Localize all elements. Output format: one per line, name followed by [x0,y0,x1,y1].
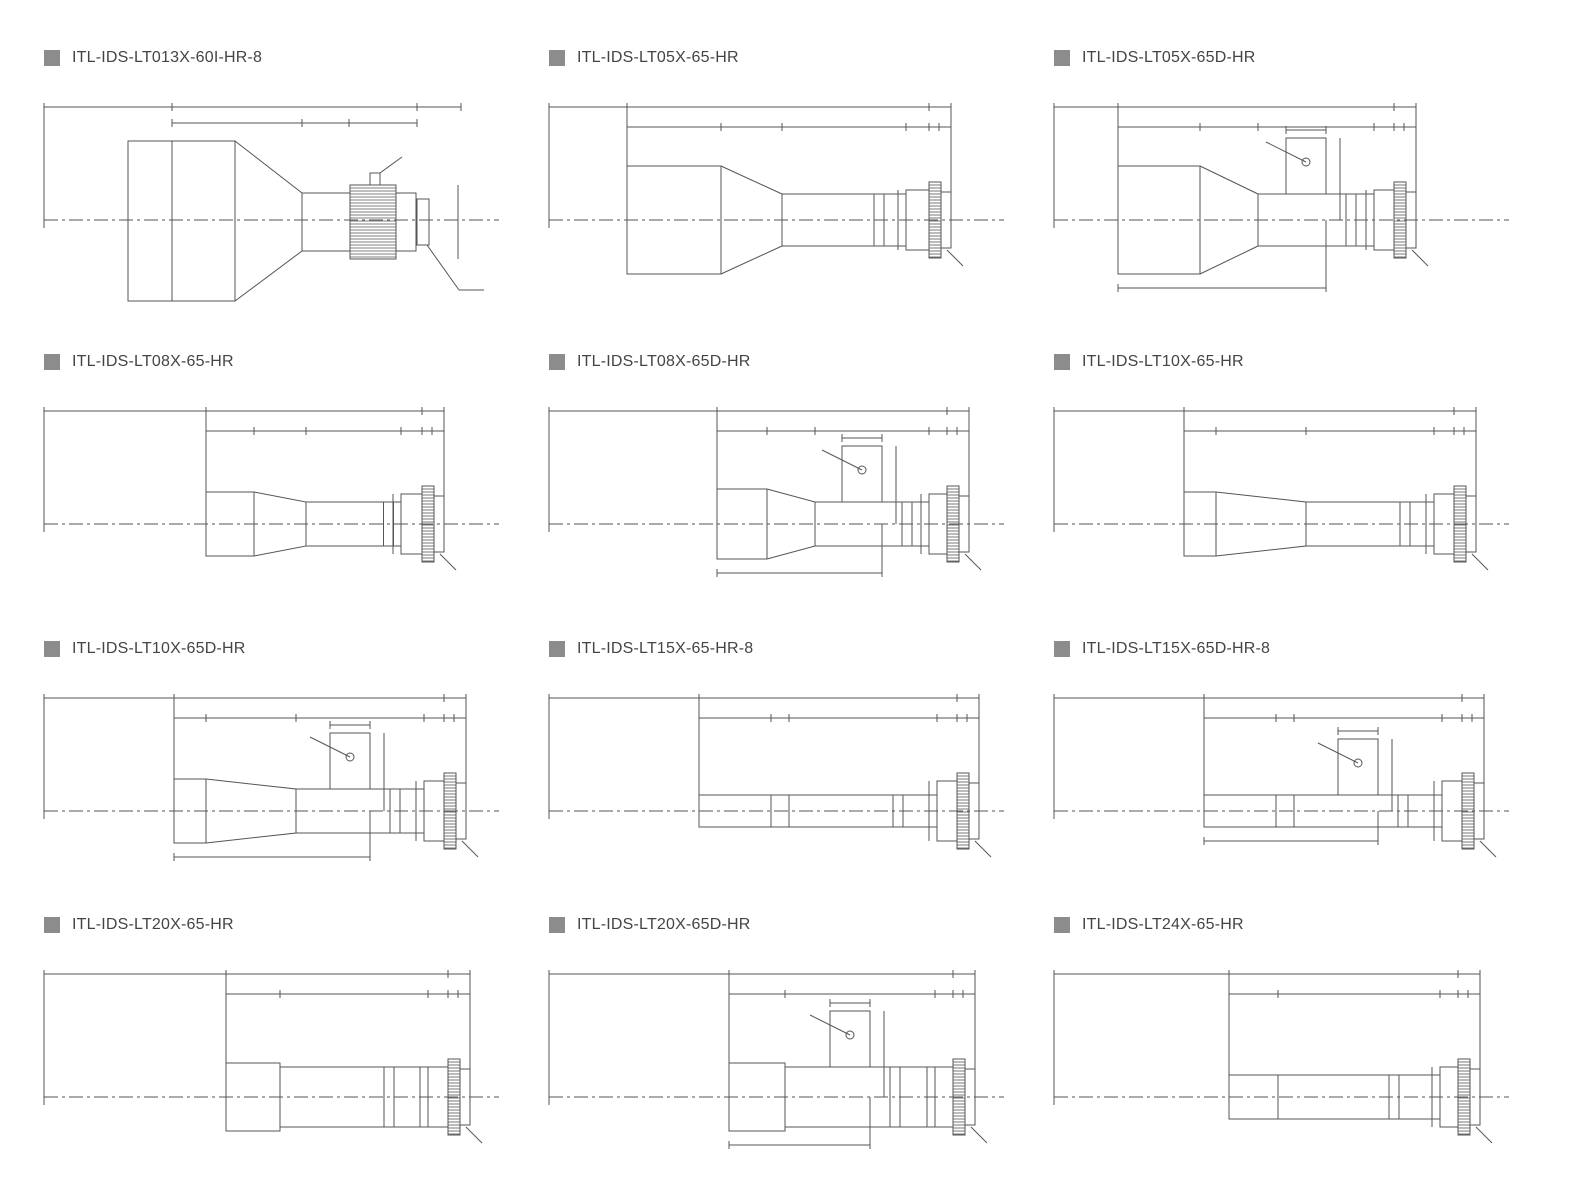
bullet-square-icon [44,917,60,933]
drawing-title: ITL-IDS-LT15X-65-HR-8 [577,640,754,657]
port-block [829,1010,871,1068]
port-block [329,732,371,790]
drawing-title: ITL-IDS-LT15X-65D-HR-8 [1082,640,1271,657]
bullet-square-icon [44,354,60,370]
screw-hole-icon [857,465,867,475]
drawing-panel: ITL-IDS-LT15X-65D-HR-8 [1053,638,1544,908]
drawing-header: ITL-IDS-LT24X-65-HR [1054,914,1244,936]
drawing-header: ITL-IDS-LT20X-65D-HR [549,914,751,936]
drawing-title: ITL-IDS-LT10X-65-HR [1082,353,1244,370]
port-block [841,445,883,503]
drawing-panel: ITL-IDS-LT08X-65-HR [43,351,534,621]
drawing-panel: ITL-IDS-LT013X-60I-HR-8 [43,47,534,317]
bullet-square-icon [1054,354,1070,370]
drawing-panel: ITL-IDS-LT20X-65-HR [43,914,534,1184]
screw-hole-icon [345,752,355,762]
lens-drawing [43,103,499,302]
bullet-square-icon [1054,917,1070,933]
lens-drawing [43,970,499,1144]
front-barrel [127,140,173,302]
mount-ring [416,198,430,246]
mount-ring [459,1068,471,1126]
port-block [1337,738,1379,796]
drawing-panel: ITL-IDS-LT05X-65D-HR [1053,47,1544,317]
drawing-panel: ITL-IDS-LT15X-65-HR-8 [548,638,1039,908]
mount-ring [958,495,970,553]
lens-drawing [1053,694,1509,858]
mount-ring [433,495,445,553]
port-block [1285,137,1327,195]
drawing-panel: ITL-IDS-LT10X-65-HR [1053,351,1544,621]
drawing-title: ITL-IDS-LT05X-65-HR [577,49,739,66]
mount-ring [940,191,952,249]
lens-drawing [548,103,1004,275]
bullet-square-icon [549,641,565,657]
lens-drawing [548,694,1004,858]
mount-ring [1405,191,1417,249]
iris-screw [369,172,381,186]
drawing-header: ITL-IDS-LT05X-65-HR [549,47,739,69]
bullet-square-icon [549,917,565,933]
mount-ring [1469,1068,1481,1126]
drawing-header: ITL-IDS-LT10X-65D-HR [44,638,246,660]
drawing-title: ITL-IDS-LT05X-65D-HR [1082,49,1256,66]
lens-drawing [1053,103,1509,292]
mount-ring [455,782,467,840]
lens-body [301,192,351,252]
drawing-panel: ITL-IDS-LT20X-65D-HR [548,914,1039,1184]
mount-ring [968,782,980,840]
drawing-panel: ITL-IDS-LT24X-65-HR [1053,914,1544,1184]
lens-drawing [43,407,499,571]
mount-ring [964,1068,976,1126]
drawing-title: ITL-IDS-LT013X-60I-HR-8 [72,49,263,66]
drawing-header: ITL-IDS-LT15X-65D-HR-8 [1054,638,1270,660]
front-barrel [171,140,236,302]
drawing-header: ITL-IDS-LT20X-65-HR [44,914,234,936]
drawing-panel: ITL-IDS-LT10X-65D-HR [43,638,534,908]
bullet-square-icon [1054,50,1070,66]
lens-drawing [548,970,1004,1149]
bullet-square-icon [549,354,565,370]
drawing-header: ITL-IDS-LT08X-65-HR [44,351,234,373]
screw-hole-icon [1301,157,1311,167]
drawing-title: ITL-IDS-LT20X-65D-HR [577,916,751,933]
screw-hole-icon [1353,758,1363,768]
drawing-panel: ITL-IDS-LT08X-65D-HR [548,351,1039,621]
lens-body [395,192,417,252]
mount-ring [1465,495,1477,553]
lens-drawing [43,694,499,861]
drawing-panel: ITL-IDS-LT05X-65-HR [548,47,1039,317]
lens-drawing [548,407,1004,577]
bullet-square-icon [44,641,60,657]
drawing-header: ITL-IDS-LT15X-65-HR-8 [549,638,753,660]
drawing-header: ITL-IDS-LT08X-65D-HR [549,351,751,373]
drawing-title: ITL-IDS-LT08X-65D-HR [577,353,751,370]
drawing-title: ITL-IDS-LT08X-65-HR [72,353,234,370]
drawing-header: ITL-IDS-LT05X-65D-HR [1054,47,1256,69]
drawing-header: ITL-IDS-LT10X-65-HR [1054,351,1244,373]
mount-ring [1473,782,1485,840]
bullet-square-icon [549,50,565,66]
drawing-title: ITL-IDS-LT24X-65-HR [1082,916,1244,933]
screw-hole-icon [845,1030,855,1040]
drawing-header: ITL-IDS-LT013X-60I-HR-8 [44,47,262,69]
lens-drawing [1053,970,1509,1144]
lens-drawing [1053,407,1509,571]
drawing-title: ITL-IDS-LT20X-65-HR [72,916,234,933]
bullet-square-icon [1054,641,1070,657]
bullet-square-icon [44,50,60,66]
drawing-title: ITL-IDS-LT10X-65D-HR [72,640,246,657]
